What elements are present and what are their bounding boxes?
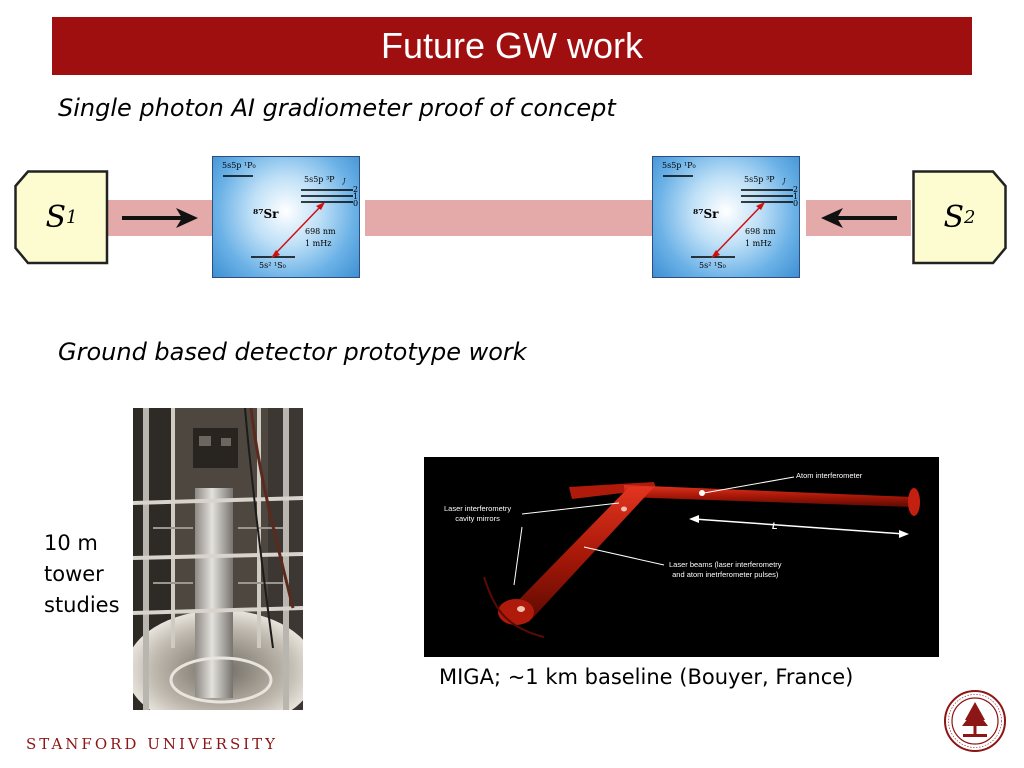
tower-photo-illustration [133, 408, 303, 710]
label-upper-singlet: 5s5p ¹P₀ [222, 161, 256, 170]
source-s2-shape [912, 170, 1007, 265]
label-linewidth: 1 mHz [745, 239, 772, 248]
atom-level-diagram-right: 5s5p ¹P₀ 5s5p ³P J 2 1 0 ⁸⁷Sr 698 nm 1 m… [652, 156, 800, 278]
subtitle-single-photon: Single photon AI gradiometer proof of co… [58, 94, 616, 122]
label-upper-singlet: 5s5p ¹P₀ [662, 161, 696, 170]
footer-university-name: STANFORD UNIVERSITY [26, 735, 279, 753]
label-laser-beams-line-1: Laser beams (laser interferometry [669, 560, 782, 569]
label-triplet-j: J [343, 178, 346, 185]
label-triplet: 5s5p ³P [304, 175, 335, 184]
label-sublevel-1: 1 [353, 192, 359, 201]
miga-illustration: Atom interferometer Laser interferometry… [424, 457, 939, 657]
label-baseline-l: L [772, 521, 778, 531]
energy-levels-right [663, 175, 793, 258]
label-ground: 5s² ¹S₀ [699, 261, 726, 270]
energy-levels-left [223, 175, 353, 258]
label-isotope: ⁸⁷Sr [693, 207, 719, 221]
source-s1-subscript: 1 [66, 207, 78, 228]
slide-title-bar: Future GW work [52, 17, 972, 75]
label-sublevel-0: 0 [793, 199, 799, 208]
slide-title: Future GW work [380, 25, 644, 66]
tower-photo [133, 408, 303, 710]
tower-caption-line-3: studies [44, 593, 120, 617]
label-isotope: ⁸⁷Sr [253, 207, 279, 221]
label-sublevel-2: 2 [793, 185, 799, 194]
laser-beam-middle [365, 200, 653, 236]
miga-drawing [483, 476, 920, 638]
source-s1-letter: S [45, 200, 67, 235]
label-atom-interferometer: Atom interferometer [796, 471, 863, 480]
label-cavity-mirrors-line-1: Laser interferometry [444, 504, 512, 513]
label-wavelength: 698 nm [305, 227, 336, 236]
miga-caption: MIGA; ~1 km baseline (Bouyer, France) [439, 665, 854, 689]
label-laser-beams: Laser beams (laser interferometry and at… [669, 560, 782, 580]
tower-caption-line-1: 10 m [44, 531, 98, 555]
subtitle-ground-based: Ground based detector prototype work [58, 338, 527, 366]
label-sublevel-2: 2 [353, 185, 359, 194]
label-linewidth: 1 mHz [305, 239, 332, 248]
label-triplet: 5s5p ³P [744, 175, 775, 184]
source-s2-subscript: 2 [964, 207, 976, 228]
arrow-left-icon [821, 208, 897, 228]
source-s2-letter: S [943, 200, 965, 235]
label-sublevel-1: 1 [793, 192, 799, 201]
arrow-right-icon [122, 208, 198, 228]
label-cavity-mirrors: Laser interferometry cavity mirrors [444, 504, 511, 524]
tower-caption: 10 m tower studies [44, 528, 120, 621]
label-ground: 5s² ¹S₀ [259, 261, 286, 270]
label-laser-beams-line-2: and atom inetrferometer pulses) [672, 570, 779, 579]
label-sublevel-0: 0 [353, 199, 359, 208]
label-cavity-mirrors-line-2: cavity mirrors [455, 514, 500, 523]
label-wavelength: 698 nm [745, 227, 776, 236]
source-s1-shape [14, 170, 109, 265]
atom-level-diagram-left: 5s5p ¹P₀ 5s5p ³P J 2 1 0 ⁸⁷Sr 698 nm 1 m… [212, 156, 360, 278]
label-triplet-j: J [783, 178, 786, 185]
stanford-seal-icon [944, 690, 1006, 752]
tower-caption-line-2: tower [44, 562, 104, 586]
